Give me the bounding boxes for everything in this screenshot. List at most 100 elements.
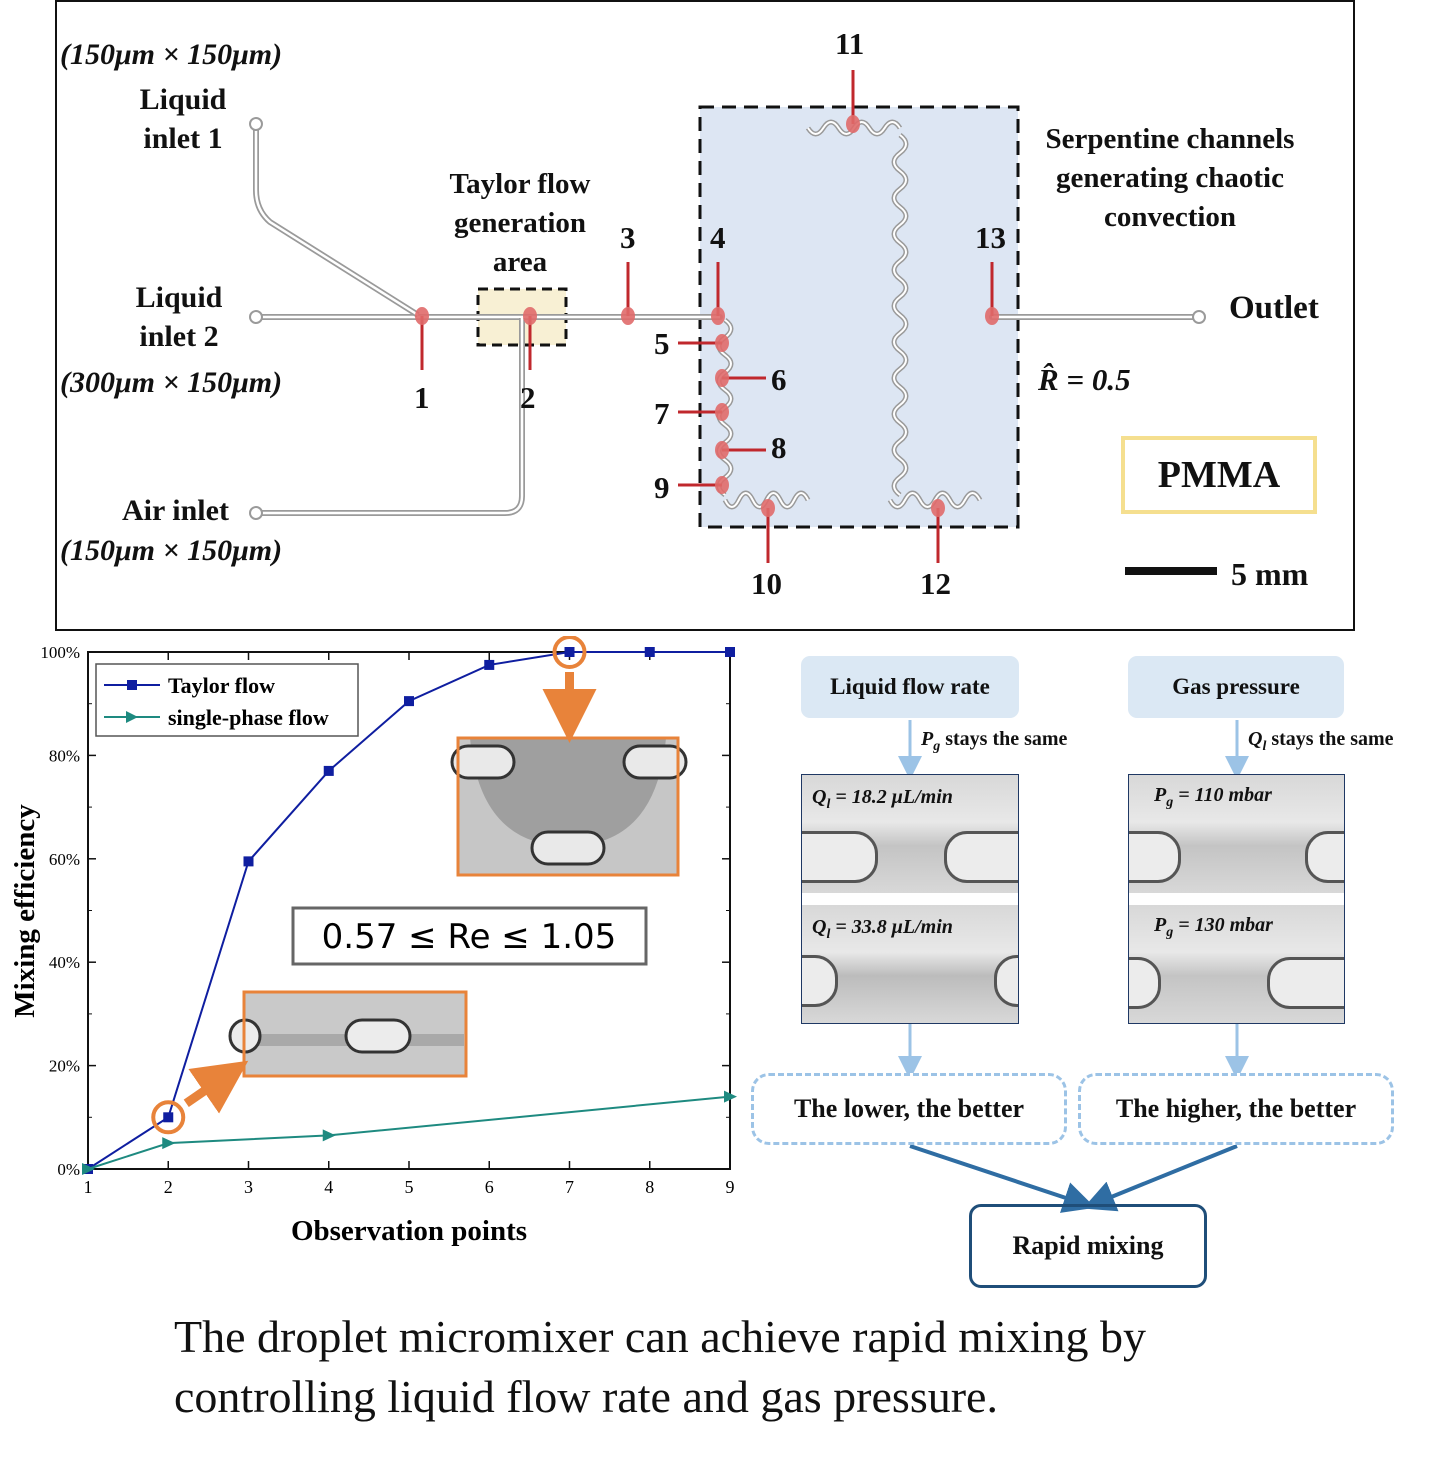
inlet-2-dimensions: (300μm × 150μm) bbox=[60, 366, 283, 399]
taylor-point bbox=[644, 647, 655, 657]
gas-pressure-label: Gas pressure bbox=[1172, 674, 1300, 699]
taylor-point bbox=[163, 1112, 174, 1123]
taylor-point bbox=[404, 696, 414, 707]
legend: Taylor flow single-phase flow bbox=[95, 663, 359, 737]
observation-point-6 bbox=[715, 369, 729, 387]
taylor-area-line1: Taylor flow bbox=[449, 168, 591, 200]
gas-photo-2 bbox=[1129, 905, 1344, 1023]
point-label-2: 2 bbox=[520, 380, 536, 415]
re-annotation-box bbox=[291, 906, 648, 966]
p2-value: = 130 mbar bbox=[1173, 914, 1273, 936]
p1-label: Pg = 110 mbar bbox=[1154, 784, 1272, 811]
p1-value: = 110 mbar bbox=[1173, 784, 1272, 806]
taylor-point bbox=[484, 659, 495, 670]
liquid-inlet-2-label: Liquid inlet 2 bbox=[124, 278, 234, 356]
arrow-lower-to-rapid bbox=[909, 1144, 1096, 1213]
liquid-photo-panel bbox=[801, 774, 1019, 1024]
observation-point-2 bbox=[523, 307, 537, 325]
y-tick-label: 100% bbox=[40, 643, 80, 662]
ql-subscript: l bbox=[1262, 739, 1267, 754]
liquid-inlet-1-line2: inlet 1 bbox=[143, 122, 223, 155]
inlet-2-port bbox=[249, 310, 263, 324]
pg-subscript: g bbox=[933, 739, 941, 754]
ql-symbol: Q bbox=[1248, 728, 1263, 750]
re-annotation: 0.57 ≤ Re ≤ 1.05 bbox=[322, 917, 617, 957]
p1-symbol: P bbox=[1154, 784, 1167, 806]
point-label-1: 1 bbox=[414, 380, 430, 415]
series-line-single-phase bbox=[87, 1095, 731, 1170]
point-label-5: 5 bbox=[654, 326, 670, 361]
ql-stays-same-label: Ql stays the same bbox=[1248, 728, 1394, 755]
serpentine-region bbox=[698, 105, 1020, 529]
liquid-inlet-2-line2: inlet 2 bbox=[139, 320, 219, 353]
single-phase-point bbox=[322, 1129, 336, 1142]
x-tick-label: 1 bbox=[84, 1177, 93, 1197]
p2-subscript: g bbox=[1166, 925, 1174, 940]
pg-symbol: P bbox=[921, 728, 934, 750]
x-tick-label: 8 bbox=[645, 1177, 654, 1197]
y-tick-label: 40% bbox=[49, 953, 80, 972]
gas-pressure-box: Gas pressure bbox=[1128, 656, 1344, 718]
observation-point-4 bbox=[711, 307, 725, 325]
pg-stays-same-label: Pg stays the same bbox=[921, 728, 1067, 755]
x-tick-label: 7 bbox=[565, 1177, 574, 1197]
x-tick-label: 2 bbox=[164, 1177, 173, 1197]
device-schematic bbox=[249, 70, 1217, 575]
legend-label-taylor: Taylor flow bbox=[168, 673, 275, 698]
observation-point-10 bbox=[761, 499, 775, 517]
observation-point-5 bbox=[715, 334, 729, 352]
taylor-point bbox=[564, 647, 575, 657]
pg-stays-same-text: stays the same bbox=[945, 728, 1068, 750]
gas-photo-1 bbox=[1129, 775, 1344, 893]
y-tick-label: 60% bbox=[49, 850, 80, 869]
x-axis-label: Observation points bbox=[291, 1215, 527, 1247]
observation-point-12 bbox=[931, 499, 945, 517]
observation-point-11 bbox=[846, 115, 860, 133]
observation-point-3 bbox=[621, 307, 635, 325]
point-label-6: 6 bbox=[771, 362, 787, 397]
air-inlet-label: Air inlet bbox=[122, 494, 229, 527]
ratio-label: R̂ = 0.5 bbox=[1038, 362, 1131, 397]
inlet-1-dimensions: (150μm × 150μm) bbox=[60, 38, 283, 71]
serpentine-label: Serpentine channels generating chaotic c… bbox=[1025, 120, 1315, 237]
q2-subscript: l bbox=[826, 927, 831, 942]
inlet-1-channel bbox=[253, 130, 420, 318]
taylor-point bbox=[725, 647, 735, 657]
taylor-point bbox=[243, 856, 254, 867]
pmma-box: PMMA bbox=[1121, 436, 1317, 514]
point-label-10: 10 bbox=[751, 566, 782, 601]
p2-label: Pg = 130 mbar bbox=[1154, 914, 1273, 941]
liquid-photo-1 bbox=[802, 775, 1018, 893]
q1-subscript: l bbox=[826, 797, 831, 812]
liquid-inlet-2-line1: Liquid bbox=[135, 281, 223, 314]
highlight-circle-point-2 bbox=[151, 1100, 186, 1135]
point-label-11: 11 bbox=[835, 26, 865, 61]
legend-marker-single bbox=[126, 711, 138, 723]
highlight-circle-point-7 bbox=[552, 636, 587, 669]
taylor-area-label: Taylor flow generation area bbox=[430, 165, 610, 282]
liquid-inlet-1-line1: Liquid bbox=[139, 83, 227, 116]
air-inlet-dimensions: (150μm × 150μm) bbox=[60, 534, 283, 567]
point-label-12: 12 bbox=[920, 566, 951, 601]
taylor-point bbox=[323, 765, 334, 776]
highlight-arrow-point-2 bbox=[183, 1060, 249, 1114]
y-tick-label: 20% bbox=[49, 1057, 80, 1076]
taylor-area-line2: generation bbox=[453, 207, 587, 239]
observation-point-9 bbox=[715, 476, 729, 494]
y-axis-label: Mixing efficiency bbox=[9, 804, 41, 1018]
scale-bar bbox=[1125, 567, 1217, 575]
q2-value: = 33.8 μL/min bbox=[830, 916, 953, 938]
q2-label: Ql = 33.8 μL/min bbox=[812, 916, 953, 943]
q1-value: = 18.2 μL/min bbox=[830, 786, 953, 808]
rapid-mixing-box: Rapid mixing bbox=[969, 1204, 1207, 1288]
x-tick-label: 3 bbox=[244, 1177, 253, 1197]
point-label-13: 13 bbox=[975, 220, 1006, 255]
observation-point-8 bbox=[715, 441, 729, 459]
single-phase-point bbox=[724, 1090, 737, 1103]
x-tick-label: 6 bbox=[485, 1177, 494, 1197]
liquid-inlet-1-label: Liquid inlet 1 bbox=[128, 80, 238, 158]
legend-box bbox=[95, 663, 359, 737]
serpentine-line1: Serpentine channels bbox=[1045, 123, 1295, 155]
outlet-label: Outlet bbox=[1229, 290, 1319, 326]
